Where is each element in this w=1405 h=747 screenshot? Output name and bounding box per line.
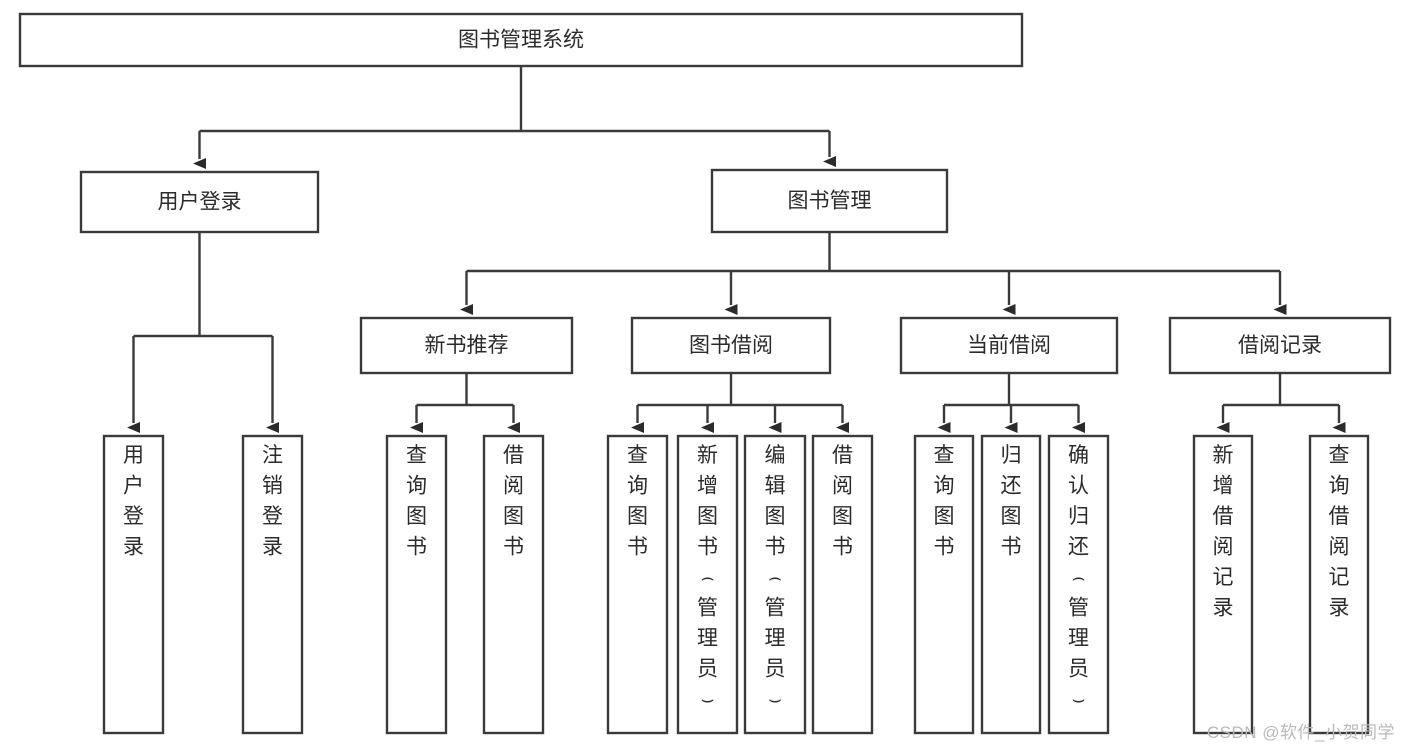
node-label-confirm-return-admin: 确认归还⌢管理员⌣	[1068, 444, 1089, 711]
node-label-borrow-book-2: 借阅图书	[832, 444, 853, 559]
node-box-book-management	[710, 168, 949, 234]
node-label-new-book-recommend: 新书推荐	[425, 334, 509, 357]
node-label-user-login-do: 用户登录	[123, 444, 144, 559]
node-book-borrow[interactable]: 图书借阅	[630, 316, 832, 375]
node-box-confirm-return-admin	[1047, 434, 1110, 735]
node-edit-book-admin[interactable]: 编辑图书⌢管理员⌣	[743, 434, 807, 735]
node-box-add-book-admin	[676, 434, 739, 735]
node-label-user-login: 用户登录	[158, 191, 242, 214]
node-box-query-borrow-record	[1308, 434, 1370, 735]
node-box-query-book-2	[606, 434, 669, 735]
node-add-borrow-record[interactable]: 新增借阅记录	[1192, 434, 1254, 735]
node-box-current-borrow	[899, 316, 1119, 375]
node-query-book-1[interactable]: 查询图书	[385, 434, 448, 735]
node-label-current-borrow: 当前借阅	[967, 334, 1051, 357]
node-label-query-book-3: 查询图书	[934, 444, 955, 559]
node-label-borrow-record: 借阅记录	[1238, 334, 1322, 357]
node-borrow-record[interactable]: 借阅记录	[1168, 316, 1392, 375]
connector-layer	[127, 66, 1346, 433]
node-box-add-borrow-record	[1192, 434, 1254, 735]
node-return-book[interactable]: 归还图书	[980, 434, 1042, 735]
watermark-label: CSDN @软件_小贺同学	[1206, 723, 1395, 742]
node-label-book-borrow: 图书借阅	[689, 334, 773, 357]
node-box-new-book-recommend	[359, 316, 574, 375]
node-query-borrow-record[interactable]: 查询借阅记录	[1308, 434, 1370, 735]
node-box-edit-book-admin	[743, 434, 807, 735]
node-box-borrow-record	[1168, 316, 1392, 375]
node-box-book-borrow	[630, 316, 832, 375]
node-box-borrow-book-2	[811, 434, 874, 735]
node-box-return-book	[980, 434, 1042, 735]
node-user-login-do[interactable]: 用户登录	[102, 434, 165, 735]
node-label-query-book-1: 查询图书	[406, 444, 427, 559]
node-label-return-book: 归还图书	[1001, 444, 1022, 559]
node-current-borrow[interactable]: 当前借阅	[899, 316, 1119, 375]
node-label-borrow-book-1: 借阅图书	[503, 444, 524, 559]
node-box-query-book-3	[913, 434, 975, 735]
node-user-login[interactable]: 用户登录	[79, 170, 320, 234]
node-add-book-admin[interactable]: 新增图书⌢管理员⌣	[676, 434, 739, 735]
node-box-user-login-do	[102, 434, 165, 735]
node-borrow-book-2[interactable]: 借阅图书	[811, 434, 874, 735]
node-confirm-return-admin[interactable]: 确认归还⌢管理员⌣	[1047, 434, 1110, 735]
node-label-undefined: 图书管理系统	[458, 29, 584, 52]
node-label-book-management: 图书管理	[788, 190, 872, 213]
node-query-book-2[interactable]: 查询图书	[606, 434, 669, 735]
node-label-add-borrow-record: 新增借阅记录	[1213, 444, 1234, 620]
node-box-undefined	[18, 12, 1024, 68]
node-book-management[interactable]: 图书管理	[710, 168, 949, 234]
node-label-query-borrow-record: 查询借阅记录	[1329, 444, 1350, 620]
node-box-user-login	[79, 170, 320, 234]
node-box-query-book-1	[385, 434, 448, 735]
node-new-book-recommend[interactable]: 新书推荐	[359, 316, 574, 375]
node-user-logout[interactable]: 注销登录	[241, 434, 304, 735]
node-label-edit-book-admin: 编辑图书⌢管理员⌣	[765, 444, 786, 711]
node-label-add-book-admin: 新增图书⌢管理员⌣	[697, 444, 718, 711]
node-box-user-logout	[241, 434, 304, 735]
node-box-borrow-book-1	[482, 434, 545, 735]
node-borrow-book-1[interactable]: 借阅图书	[482, 434, 545, 735]
node-layer: 图书管理系统用户登录用户登录注销登录图书管理新书推荐查询图书借阅图书图书借阅查询…	[18, 12, 1392, 735]
node-query-book-3[interactable]: 查询图书	[913, 434, 975, 735]
node-undefined[interactable]: 图书管理系统	[18, 12, 1024, 68]
node-label-query-book-2: 查询图书	[627, 444, 648, 559]
node-label-user-logout: 注销登录	[262, 444, 283, 559]
